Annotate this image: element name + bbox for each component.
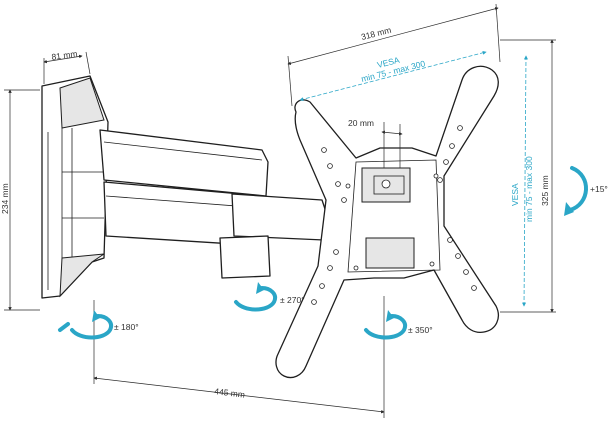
vesa-vertical-range: min 75 - max 300 (524, 156, 534, 222)
tilt-arrow (564, 166, 588, 216)
tilt-label: +15° (590, 184, 608, 194)
vesa-plate (275, 65, 499, 379)
wall-plate-height-label: 234 mm (0, 183, 10, 214)
swing-arms (62, 129, 327, 279)
extension-label: 445 mm (214, 386, 246, 400)
vesa-vertical-title: VESA (510, 183, 520, 206)
wall-plate (41, 75, 109, 299)
plate-rotation-label: ± 350° (408, 325, 433, 335)
rotation-arrow-arm (234, 282, 277, 312)
rotation-arrow-wall (58, 310, 113, 340)
rotation-arrow-plate (364, 310, 407, 340)
dimension-lines (4, 3, 556, 418)
vesa-width-label: 318 mm (360, 25, 392, 42)
arm-swivel-label: ± 270° (280, 295, 305, 305)
depth-label: 81 mm (51, 48, 78, 62)
plate-height-label: 325 mm (540, 175, 550, 206)
wall-swivel-label: ± 180° (114, 322, 139, 332)
offset-label: 20 mm (348, 118, 374, 128)
